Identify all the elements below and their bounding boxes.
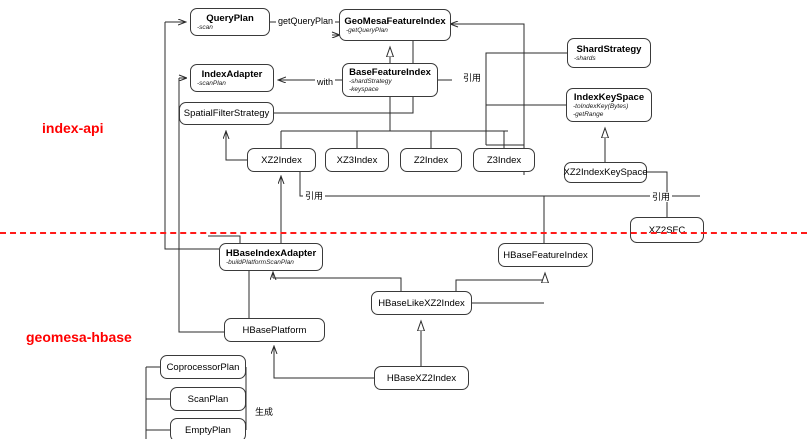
class-node-base-feature-index[interactable]: BaseFeatureIndex-shardStrategy-keyspace (342, 63, 438, 97)
class-node-hbase-platform[interactable]: HBasePlatform (224, 318, 325, 342)
class-node-query-plan[interactable]: QueryPlan-scan (190, 8, 270, 36)
class-node-index-adapter[interactable]: IndexAdapter-scanPlan (190, 64, 274, 92)
class-node-title: IndexAdapter (201, 68, 263, 80)
class-node-hbase-xz2-index[interactable]: HBaseXZ2Index (374, 366, 469, 390)
class-node-title: XZ2Index (261, 154, 302, 166)
class-node-scan-plan[interactable]: ScanPlan (170, 387, 246, 411)
class-node-attributes: -scanPlan (197, 80, 226, 88)
class-node-title: Z2Index (413, 154, 449, 166)
class-node-attribute: -getQueryPlan (346, 26, 388, 34)
class-node-attributes: -shards (574, 55, 596, 63)
class-node-attribute: -shards (574, 54, 596, 62)
class-node-title: XZ3Index (336, 154, 378, 166)
class-node-xz2-sfc[interactable]: XZ2SFC (630, 217, 704, 243)
class-node-title: GeoMesaFeatureIndex (344, 15, 446, 27)
class-node-attribute: -scan (197, 23, 213, 31)
class-node-attributes: -shardStrategy-keyspace (349, 78, 392, 93)
class-node-shard-strategy[interactable]: ShardStrategy-shards (567, 38, 651, 68)
class-node-title: QueryPlan (206, 12, 254, 24)
class-node-title: EmptyPlan (185, 424, 231, 436)
class-node-attributes: -scan (197, 24, 213, 32)
class-node-title: HBaseIndexAdapter (225, 247, 317, 259)
edge-label-with: with (315, 77, 336, 87)
class-node-attributes: -getQueryPlan (346, 27, 388, 35)
class-node-title: XZ2SFC (648, 224, 686, 236)
edge-label-get-query-plan: getQueryPlan (276, 16, 336, 26)
class-node-title: SpatialFilterStrategy (183, 108, 270, 119)
class-node-hbase-feature-index[interactable]: HBaseFeatureIndex (498, 243, 593, 267)
class-node-title: BaseFeatureIndex (349, 67, 431, 78)
package-label-index-api: index-api (42, 120, 104, 136)
class-node-title: IndexKeySpace (573, 92, 645, 103)
class-node-title: CoprocessorPlan (166, 361, 240, 373)
class-node-title: XZ2IndexKeySpace (563, 167, 648, 178)
class-node-empty-plan[interactable]: EmptyPlan (170, 418, 246, 439)
class-node-title: HBasePlatform (242, 324, 307, 336)
class-node-attribute: -scanPlan (197, 79, 226, 87)
class-node-attributes: -toIndexKey(Bytes)-getRange (573, 103, 628, 118)
class-node-coprocessor-plan[interactable]: CoprocessorPlan (160, 355, 246, 379)
package-divider-line (0, 232, 807, 234)
class-node-attribute: -getRange (573, 110, 604, 118)
class-node-z2-index[interactable]: Z2Index (400, 148, 462, 172)
edge-label-generate: 生成 (253, 407, 276, 417)
class-node-hbase-index-adapter[interactable]: HBaseIndexAdapter-buildPlatformScanPlan (219, 243, 323, 271)
edge-label-reference-upper: 引用 (461, 73, 484, 83)
class-node-hbase-like-xz2-index[interactable]: HBaseLikeXZ2Index (371, 291, 472, 315)
edge-label-reference-xz2: 引用 (303, 191, 326, 201)
class-node-attribute: -buildPlatformScanPlan (226, 258, 294, 266)
class-node-title: HBaseLikeXZ2Index (378, 297, 465, 309)
class-node-attribute: -shardStrategy (349, 78, 392, 85)
class-node-index-key-space[interactable]: IndexKeySpace-toIndexKey(Bytes)-getRange (566, 88, 652, 122)
class-node-title: ShardStrategy (576, 43, 642, 55)
class-node-spatial-filter-strategy[interactable]: SpatialFilterStrategy (179, 102, 274, 125)
class-node-xz2-index-key-space[interactable]: XZ2IndexKeySpace (563, 162, 648, 183)
class-node-title: Z3Index (486, 154, 522, 166)
edge-label-reference-sfc: 引用 (650, 192, 673, 202)
class-node-xz3-index[interactable]: XZ3Index (325, 148, 389, 172)
class-node-z3-index[interactable]: Z3Index (473, 148, 535, 172)
class-node-geomesa-feature-index[interactable]: GeoMesaFeatureIndex-getQueryPlan (339, 9, 451, 41)
class-node-xz2-index[interactable]: XZ2Index (247, 148, 316, 172)
class-node-attribute: -toIndexKey(Bytes) (573, 103, 629, 110)
package-label-geomesa-hbase: geomesa-hbase (26, 329, 132, 345)
class-node-attribute: -keyspace (349, 85, 379, 93)
class-node-title: HBaseFeatureIndex (503, 249, 588, 261)
class-node-attributes: -buildPlatformScanPlan (226, 259, 294, 267)
class-node-title: ScanPlan (187, 393, 229, 405)
class-node-title: HBaseXZ2Index (386, 372, 457, 384)
